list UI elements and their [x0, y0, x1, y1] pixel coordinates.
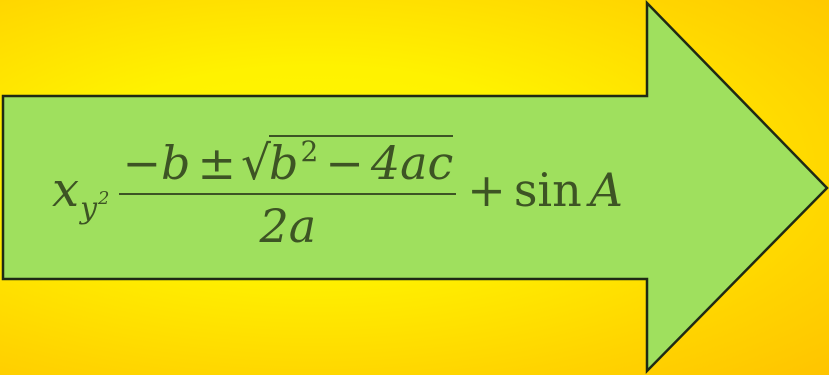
fraction-denominator: 2a: [259, 199, 317, 253]
plus-minus-symbol: ±: [197, 136, 237, 190]
angle-a: A: [589, 163, 624, 217]
sine-function: sin: [513, 163, 582, 217]
numerator-minus-b: −b: [122, 136, 191, 190]
quadratic-formula: x y2 −b ± √ b2−4ac 2a + sin A: [52, 115, 623, 265]
radicand-four-ac: 4ac: [370, 136, 454, 190]
formula-subscript-y: y: [80, 191, 98, 226]
radicand: b2−4ac: [268, 135, 454, 186]
formula-subscript: y2: [80, 190, 109, 224]
fraction-numerator: −b ± √ b2−4ac: [119, 135, 457, 195]
formula-subscript-exponent: 2: [98, 188, 110, 209]
square-root: √ b2−4ac: [241, 135, 454, 191]
radicand-minus: −: [325, 136, 364, 190]
formula-plus: +: [467, 163, 506, 217]
radicand-b: b: [268, 136, 299, 190]
formula-fraction: −b ± √ b2−4ac 2a: [119, 135, 457, 253]
radicand-b-exponent: 2: [300, 135, 319, 168]
formula-base-x: x: [52, 162, 80, 218]
radical-icon: √: [241, 136, 271, 191]
